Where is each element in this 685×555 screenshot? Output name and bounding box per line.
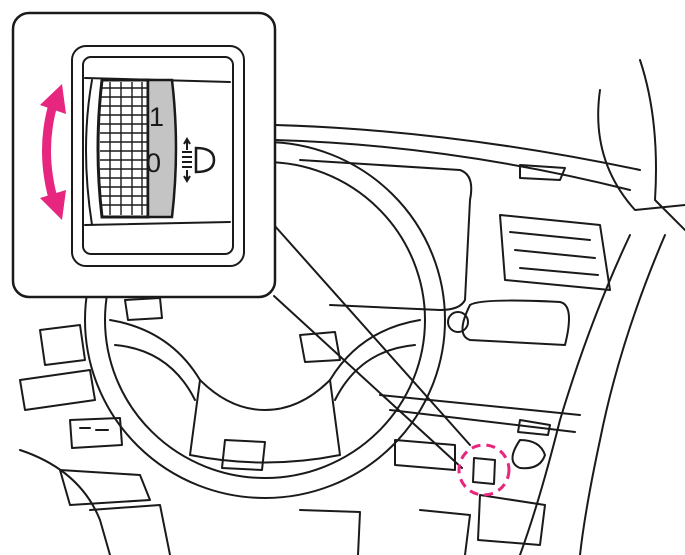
leader-line xyxy=(273,295,463,469)
dial-inset: 1 0 xyxy=(11,11,277,299)
dial-label-0: 0 xyxy=(146,148,161,178)
dial-label-1: 1 xyxy=(149,102,164,132)
dashboard xyxy=(19,59,685,555)
leader-line xyxy=(273,224,471,446)
rotate-arrow-icon xyxy=(40,84,66,220)
dial-location-highlight xyxy=(457,443,511,497)
leveling-dial[interactable]: 1 0 xyxy=(96,78,178,219)
headlight-level-icon xyxy=(182,137,216,183)
